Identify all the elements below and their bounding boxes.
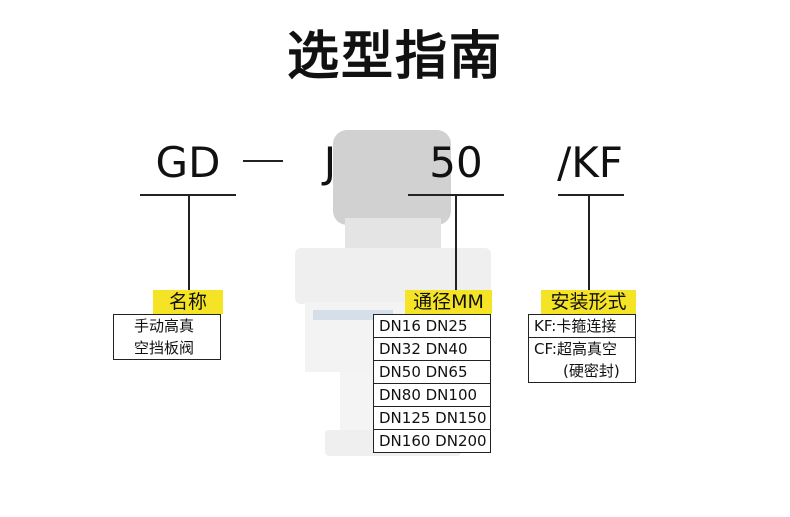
tag-diameter: 通径MM bbox=[405, 290, 492, 314]
diameter-options: DN16 DN25 DN32 DN40 DN50 DN65 DN80 DN100… bbox=[373, 314, 491, 453]
code-part-type: J bbox=[323, 138, 337, 187]
code-dash bbox=[243, 160, 283, 162]
connector-series bbox=[188, 195, 190, 290]
tag-name: 名称 bbox=[153, 290, 223, 314]
page-title: 选型指南 bbox=[286, 27, 503, 87]
tag-mount: 安装形式 bbox=[541, 290, 636, 314]
mount-options: KF:卡箍连接 CF:超高真空 (硬密封) bbox=[528, 314, 636, 383]
underline-diameter bbox=[408, 194, 504, 196]
diameter-option: DN32 DN40 bbox=[374, 337, 490, 360]
mount-option: KF:卡箍连接 bbox=[534, 317, 617, 335]
diameter-option: DN160 DN200 bbox=[374, 429, 490, 452]
name-box: 手动高真 空挡板阀 bbox=[113, 314, 221, 360]
name-line: 手动高真 bbox=[134, 317, 195, 335]
connector-diameter bbox=[455, 195, 457, 290]
diameter-option: DN16 DN25 bbox=[379, 317, 468, 335]
mount-option-note: (硬密封) bbox=[563, 362, 620, 380]
code-part-diameter: 50 bbox=[429, 138, 483, 187]
code-part-series: GD bbox=[155, 138, 221, 187]
diameter-option: DN50 DN65 bbox=[374, 360, 490, 383]
diameter-option: DN80 DN100 bbox=[374, 383, 490, 406]
name-line: 空挡板阀 bbox=[134, 339, 195, 357]
underline-mount bbox=[558, 194, 624, 196]
code-part-mount: /KF bbox=[557, 138, 623, 187]
underline-series bbox=[140, 194, 236, 196]
connector-mount bbox=[588, 195, 590, 290]
diameter-option: DN125 DN150 bbox=[374, 406, 490, 429]
mount-option: CF:超高真空 bbox=[529, 337, 635, 360]
